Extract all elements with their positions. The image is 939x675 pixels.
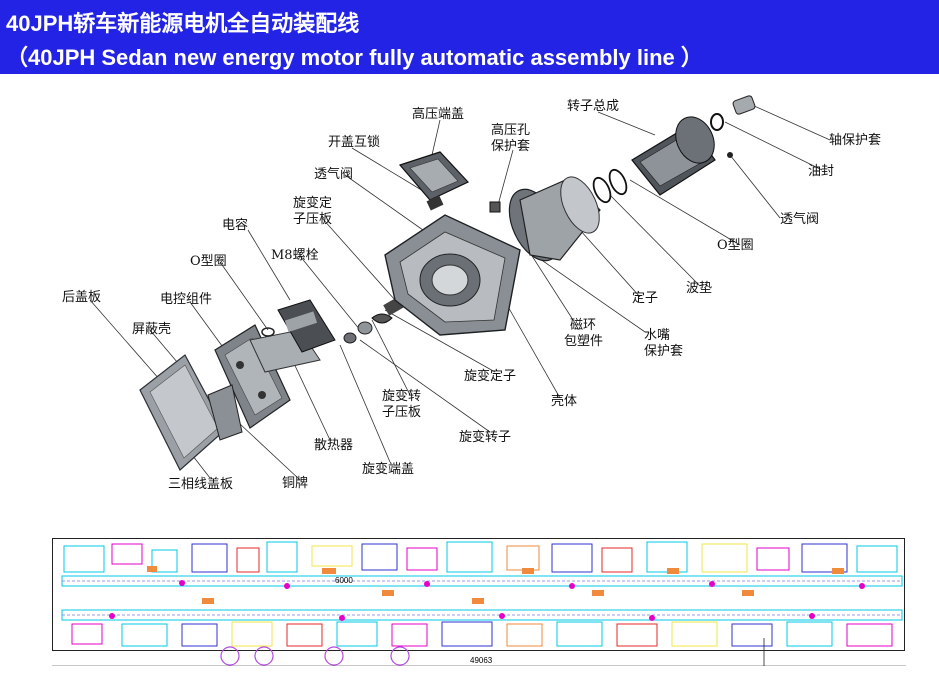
label-oil-seal: 油封 xyxy=(808,164,835,179)
title-banner: 40JPH轿车新能源电机全自动装配线 （40JPH Sedan new ener… xyxy=(0,0,939,74)
hv-hole-protector-part xyxy=(489,201,501,213)
label-open-cover-interlock: 开盖互锁 xyxy=(328,135,381,150)
label-o-ring-1: O型圈 xyxy=(190,254,227,269)
housing-part xyxy=(384,214,521,336)
vent-valve-part xyxy=(727,152,733,158)
label-shield-shell: 屏蔽壳 xyxy=(132,322,172,337)
label-vent-valve-2: 透气阀 xyxy=(780,212,820,227)
label-rear-cover: 后盖板 xyxy=(62,290,102,305)
rotor-assembly-part xyxy=(631,116,716,196)
label-m8-bolt: M8螺栓 xyxy=(271,248,319,263)
label-housing: 壳体 xyxy=(551,394,578,409)
dimension-6000: 6000 xyxy=(335,576,353,585)
open-cover-interlock-part xyxy=(426,195,444,211)
layout-plan-drawing xyxy=(52,538,906,666)
label-resolver-stator: 旋变定子 xyxy=(464,369,517,384)
label-o-ring-2: O型圈 xyxy=(717,238,754,253)
capacitor-part xyxy=(277,299,336,353)
leader-lines xyxy=(89,104,831,481)
label-stator: 定子 xyxy=(632,291,659,306)
label-radiator: 散热器 xyxy=(314,438,354,453)
exploded-motor-diagram xyxy=(89,95,831,481)
o-ring-large-part xyxy=(608,168,628,196)
label-water-nozzle-1: 水嘴 xyxy=(644,328,671,343)
label-resolver-rotor: 旋变转子 xyxy=(459,430,512,445)
title-chinese: 40JPH轿车新能源电机全自动装配线 xyxy=(6,11,360,36)
wave-washer-part xyxy=(592,176,612,204)
stator-part xyxy=(508,176,601,262)
high-voltage-end-cover-part xyxy=(398,151,469,201)
label-hv-end-cover: 高压端盖 xyxy=(412,107,465,122)
label-copper-bar: 铜牌 xyxy=(282,476,309,491)
label-vent-valve-1: 透气阀 xyxy=(314,167,354,182)
label-shaft-protector: 轴保护套 xyxy=(829,133,882,148)
electronic-control-assembly-part xyxy=(214,324,291,429)
label-resolver-rotor-plate-2: 子压板 xyxy=(382,405,422,420)
shaft-protector-part xyxy=(732,95,756,115)
label-capacitor: 电容 xyxy=(222,218,249,233)
label-three-phase-cover: 三相线盖板 xyxy=(168,477,234,492)
rear-cover-plate-part xyxy=(139,354,226,471)
label-resolver-rotor-plate-1: 旋变转 xyxy=(382,389,422,404)
label-hv-hole-2: 保护套 xyxy=(491,139,531,154)
o-ring-part xyxy=(261,327,275,337)
assembly-line-layout: 6000 49063 xyxy=(52,538,906,666)
label-resolver-end-cover: 旋变端盖 xyxy=(362,462,415,477)
label-hv-hole-1: 高压孔 xyxy=(491,123,531,138)
three-phase-cover-part xyxy=(207,384,243,441)
label-electronic-control: 电控组件 xyxy=(160,292,213,307)
resolver-parts xyxy=(343,296,405,344)
label-wave-washer: 波垫 xyxy=(686,281,713,296)
label-resolver-stator-plate-2: 子压板 xyxy=(293,212,333,227)
dimension-total-length: 49063 xyxy=(470,656,493,665)
label-water-nozzle-2: 保护套 xyxy=(644,344,684,359)
label-magnetic-ring-1: 磁环 xyxy=(570,318,597,333)
label-magnetic-ring-2: 包塑件 xyxy=(564,334,604,349)
label-rotor-assembly: 转子总成 xyxy=(567,99,620,114)
title-english: （40JPH Sedan new energy motor fully auto… xyxy=(6,45,703,70)
label-resolver-stator-plate-1: 旋变定 xyxy=(293,196,333,211)
oil-seal-part xyxy=(710,113,724,131)
